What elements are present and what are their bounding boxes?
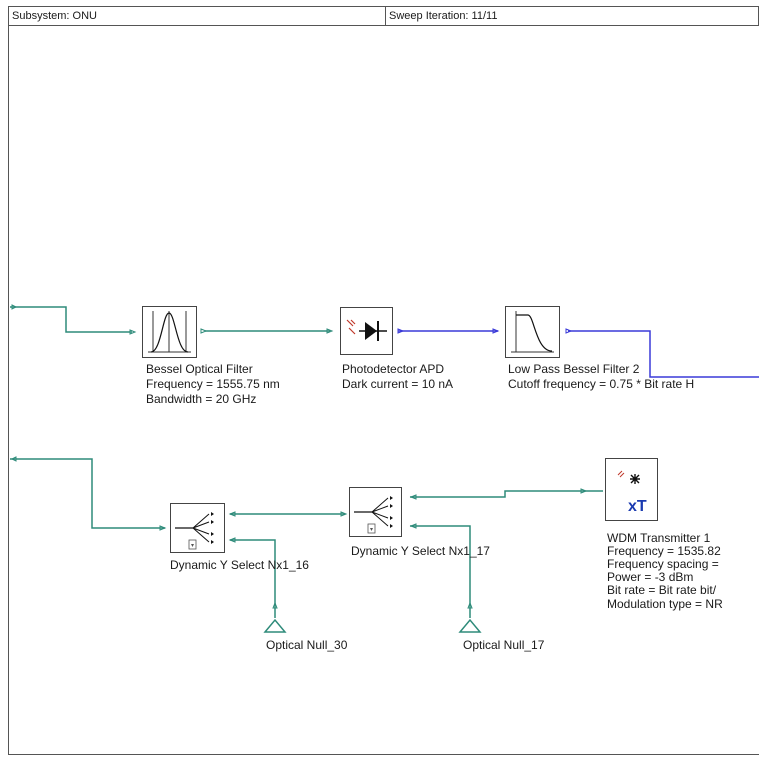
port-marker: [397, 328, 405, 334]
wire-lowpass-out[interactable]: [568, 330, 759, 378]
wire-null30-to-ysel16[interactable]: [230, 539, 276, 618]
port-marker: [409, 523, 417, 529]
port-marker: [10, 456, 17, 462]
bessel-filter-name: Bessel Optical Filter: [146, 362, 253, 376]
bessel-optical-filter[interactable]: [142, 306, 197, 358]
lowpass-cutoff: Cutoff frequency = 0.75 * Bit rate H: [508, 377, 695, 391]
optical-null-17-label: Optical Null_17: [463, 638, 545, 652]
wdm-modulation-type: Modulation type = NR: [607, 597, 723, 611]
transmitter-icon: xT: [617, 470, 647, 515]
optical-null-30-label: Optical Null_30: [266, 638, 348, 652]
port-marker: [565, 328, 573, 334]
port-marker: [492, 328, 500, 334]
port-marker: [129, 329, 137, 335]
port-marker: [326, 328, 334, 334]
wire-null17-to-ysel17[interactable]: [410, 525, 471, 618]
port-marker: [11, 304, 18, 310]
canvas-border-bottom: [8, 754, 759, 755]
y-select-icon: [175, 512, 214, 550]
photodiode-icon: [346, 319, 387, 341]
sweep-iteration: Sweep Iteration: 11/11: [385, 6, 759, 26]
low-pass-bessel-filter[interactable]: [505, 306, 560, 358]
port-marker: [228, 511, 236, 517]
wire-wdm-to-ysel17[interactable]: [410, 490, 603, 498]
wire-input-to-filter[interactable]: [10, 306, 132, 333]
wdm-name: WDM Transmitter 1: [607, 531, 711, 545]
optical-null-30-symbol: [263, 618, 287, 633]
port-marker: [228, 537, 236, 543]
port-marker: [200, 328, 208, 334]
port-marker: [340, 511, 348, 517]
ysel16-name: Dynamic Y Select Nx1_16: [170, 558, 309, 572]
y-select-icon: [354, 496, 393, 534]
port-marker: [159, 525, 167, 531]
port-marker: [467, 601, 473, 609]
dynamic-y-select-17[interactable]: [349, 487, 402, 537]
photodetector-apd[interactable]: [340, 307, 393, 355]
canvas-border-left: [8, 25, 9, 755]
optical-null-17-symbol: [458, 618, 482, 633]
dynamic-y-select-16[interactable]: [170, 503, 225, 553]
bessel-filter-bandwidth: Bandwidth = 20 GHz: [146, 392, 257, 406]
apd-name: Photodetector APD: [342, 362, 445, 376]
wdm-power: Power = -3 dBm: [607, 570, 694, 584]
port-marker: [580, 488, 588, 494]
bessel-filter-frequency: Frequency = 1555.75 nm: [146, 377, 280, 391]
subsystem-title: Subsystem: ONU: [8, 6, 386, 26]
bessel-curve-icon: [148, 311, 191, 353]
wire-ysel16-out[interactable]: [10, 458, 165, 529]
wdm-frequency: Frequency = 1535.82: [607, 544, 721, 558]
lowpass-name: Low Pass Bessel Filter 2: [508, 362, 640, 376]
lowpass-curve-icon: [511, 311, 554, 353]
wdm-transmitter[interactable]: xT: [605, 458, 658, 521]
port-marker: [272, 601, 278, 609]
port-marker: [409, 494, 417, 500]
wdm-icon-text: xT: [628, 498, 647, 515]
apd-dark-current: Dark current = 10 nA: [342, 377, 454, 391]
wdm-frequency-spacing: Frequency spacing =: [607, 557, 719, 571]
ysel17-name: Dynamic Y Select Nx1_17: [351, 544, 490, 558]
wdm-bit-rate: Bit rate = Bit rate bit/: [607, 583, 717, 597]
